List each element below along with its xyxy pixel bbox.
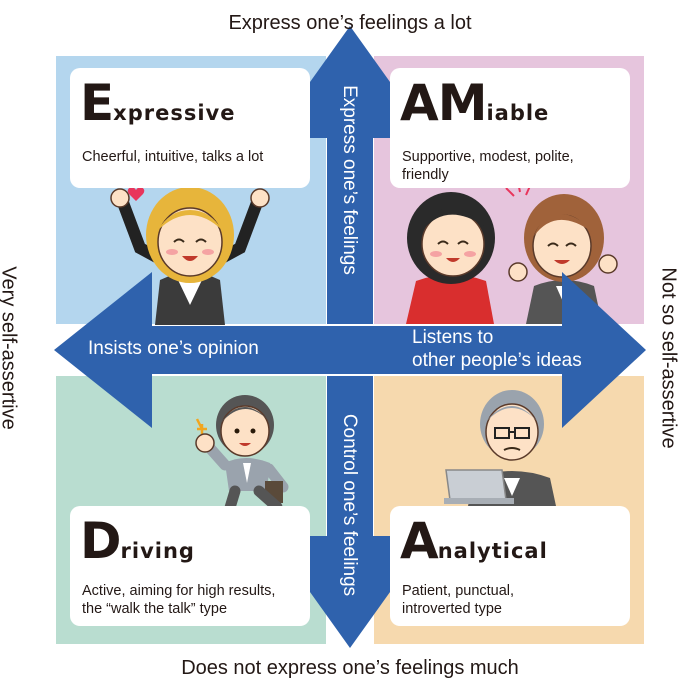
left-axis-label-text: Very self-assertive xyxy=(0,266,20,430)
analytical-title: Analytical xyxy=(400,512,548,570)
expressive-rest: xpressive xyxy=(113,101,236,125)
amiable-description: Supportive, modest, polite, friendly xyxy=(402,148,574,184)
right-arrow-label-line1: Listens to xyxy=(412,327,494,348)
expressive-description: Cheerful, intuitive, talks a lot xyxy=(82,148,263,166)
bottom-axis-label: Does not express one’s feelings much xyxy=(181,657,519,679)
analytical-rest: nalytical xyxy=(437,539,548,563)
analytical-description: Patient, punctual, introverted type xyxy=(402,582,514,618)
top-axis-label: Express one’s feelings a lot xyxy=(228,12,472,34)
amiable-description-line2: friendly xyxy=(402,167,449,183)
analytical-card: Analytical Patient, punctual, introverte… xyxy=(390,506,630,626)
amiable-description-line1: Supportive, modest, polite, xyxy=(402,149,574,165)
running-man-illustration xyxy=(195,395,289,513)
driving-description: Active, aiming for high results, the “wa… xyxy=(82,582,275,618)
up-arrow-label-text: Express one’s feelings xyxy=(339,85,360,275)
right-arrow xyxy=(350,272,646,428)
analytical-description-line2: introverted type xyxy=(402,601,502,617)
cheering-woman-illustration xyxy=(110,187,270,325)
driving-description-line2: the “walk the talk” type xyxy=(82,601,228,617)
driving-description-line1: Active, aiming for high results, xyxy=(82,583,276,599)
expressive-title: Expressive xyxy=(80,74,235,132)
man-at-laptop-illustration xyxy=(444,390,556,506)
right-arrow-label-line2: other people’s ideas xyxy=(412,350,582,371)
right-axis-label-text: Not so self-assertive xyxy=(657,267,680,449)
expressive-card: Expressive Cheerful, intuitive, talks a … xyxy=(70,68,310,188)
amiable-initial: AM xyxy=(400,74,487,132)
driving-initial: D xyxy=(80,512,122,570)
amiable-card: AMiable Supportive, modest, polite, frie… xyxy=(390,68,630,188)
analytical-description-line1: Patient, punctual, xyxy=(402,583,515,599)
expressive-description-line1: Cheerful, intuitive, talks a lot xyxy=(82,149,264,165)
left-arrow xyxy=(54,272,350,428)
two-women-illustration xyxy=(406,181,618,324)
amiable-rest: iable xyxy=(486,101,550,125)
driving-card: Driving Active, aiming for high results,… xyxy=(70,506,310,626)
right-arrow-label: Listens to other people’s ideas xyxy=(412,326,582,372)
driving-title: Driving xyxy=(80,512,195,570)
expressive-initial: E xyxy=(80,74,114,132)
heart-icon xyxy=(127,187,145,201)
analytical-initial: A xyxy=(400,512,439,570)
driving-rest: riving xyxy=(120,539,195,563)
left-arrow-label: Insists one’s opinion xyxy=(88,338,259,359)
amiable-title: AMiable xyxy=(400,74,549,132)
down-arrow-label-text: Control one’s feelings xyxy=(339,413,360,597)
